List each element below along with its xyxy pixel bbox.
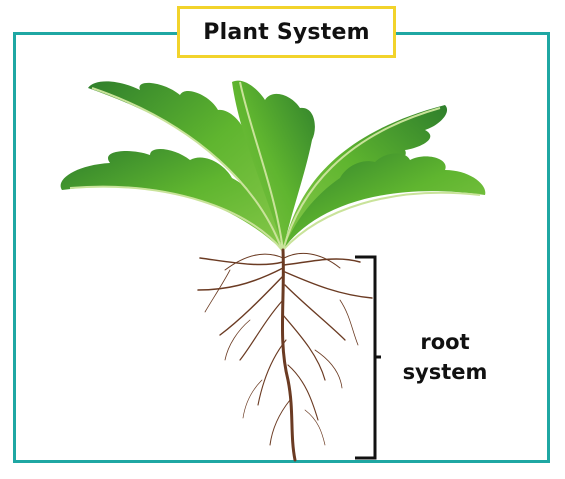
- root-label-line1: root: [390, 327, 500, 357]
- root-system-label: root system: [390, 327, 500, 387]
- title-box: Plant System: [177, 6, 396, 58]
- roots: [198, 250, 372, 460]
- root-system-bracket: [351, 255, 381, 460]
- leaves: [61, 81, 486, 250]
- diagram-title: Plant System: [203, 20, 369, 45]
- root-label-line2: system: [390, 357, 500, 387]
